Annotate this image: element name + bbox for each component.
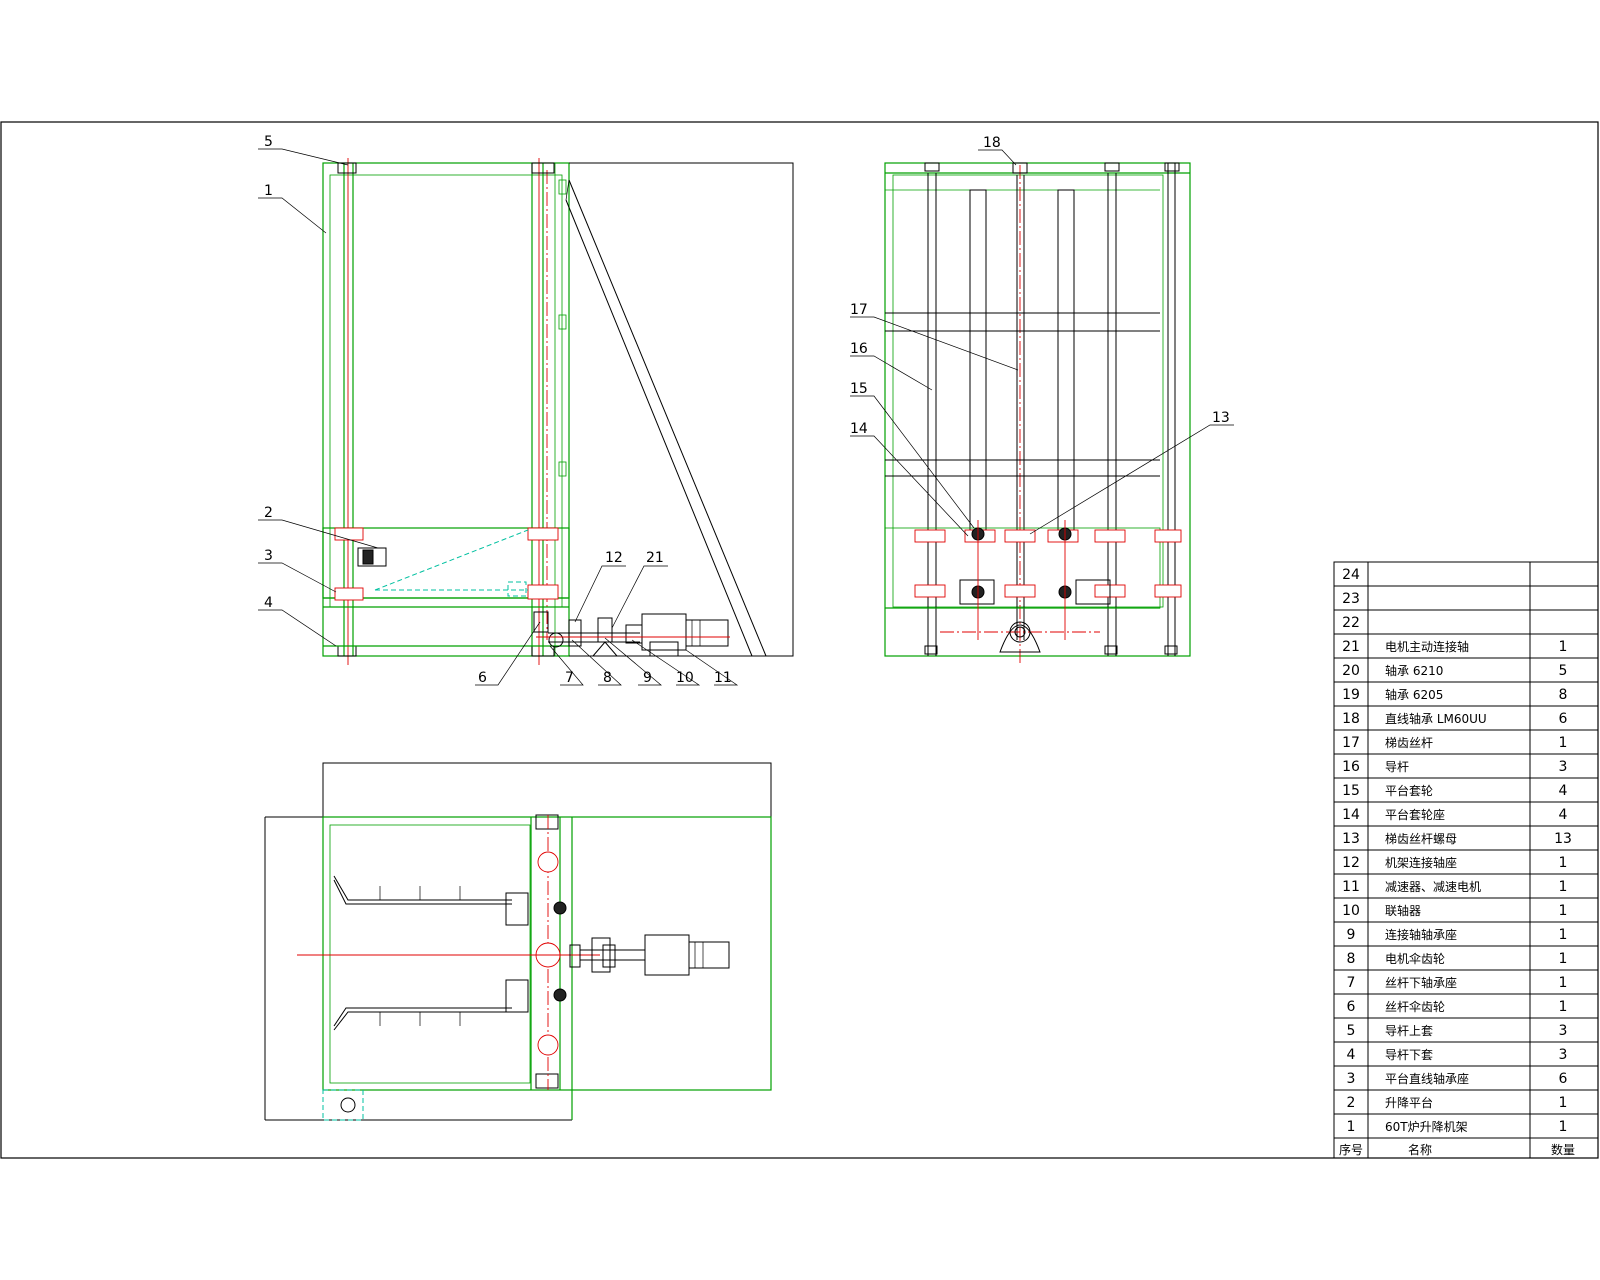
callout-16: 16 [850, 341, 868, 357]
table-row-qty: 1 [1559, 951, 1568, 967]
table-row-qty: 13 [1554, 831, 1572, 847]
table-row-qty: 1 [1559, 639, 1568, 655]
table-row-seq: 17 [1342, 735, 1360, 751]
table-row-qty: 1 [1559, 975, 1568, 991]
callout-18: 18 [983, 135, 1001, 151]
table-row-name: 轴承 6210 [1385, 663, 1443, 678]
callout-12: 12 [605, 550, 623, 566]
table-row-name: 梯齿丝杆螺母 [1385, 832, 1457, 846]
table-row-name: 导杆上套 [1385, 1024, 1433, 1038]
table-row-seq: 20 [1342, 663, 1360, 679]
callout-5: 5 [264, 134, 273, 150]
top-view [264, 762, 772, 1121]
table-row-name: 轴承 6205 [1385, 687, 1443, 702]
side-view [322, 158, 794, 665]
table-row-qty: 1 [1559, 735, 1568, 751]
table-row-seq: 10 [1342, 903, 1360, 919]
table-row-name: 机架连接轴座 [1385, 855, 1457, 870]
table-row-qty: 1 [1559, 999, 1568, 1015]
table-row-seq: 19 [1342, 687, 1360, 703]
table-row-seq: 7 [1347, 975, 1356, 991]
table-row-name: 梯齿丝杆 [1385, 736, 1433, 750]
table-row-seq: 8 [1347, 951, 1356, 967]
table-row-name: 减速器、减速电机 [1385, 880, 1481, 894]
table-row-qty: 6 [1559, 1071, 1568, 1087]
table-row-name: 升降平台 [1385, 1095, 1433, 1110]
table-row-qty: 5 [1559, 663, 1568, 679]
table-row-name: 电机伞齿轮 [1385, 951, 1445, 966]
table-row-name: 导杆下套 [1385, 1048, 1433, 1062]
front-view [884, 162, 1191, 665]
front-view-callouts: 18 17 16 15 14 13 [850, 135, 1230, 437]
table-row-qty: 1 [1559, 879, 1568, 895]
table-row-name: 60T炉升降机架 [1385, 1120, 1468, 1134]
table-row-seq: 21 [1342, 639, 1360, 655]
table-row-seq: 9 [1347, 927, 1356, 943]
callout-14: 14 [850, 421, 868, 437]
table-row-qty: 8 [1559, 687, 1568, 703]
table-row-seq: 16 [1342, 759, 1360, 775]
side-view-callouts: 5 1 2 3 4 6 7 8 9 10 11 12 21 [264, 134, 732, 686]
table-header-seq: 序号 [1339, 1142, 1363, 1157]
callout-8: 8 [603, 670, 612, 686]
callout-2: 2 [264, 505, 273, 521]
callout-10: 10 [676, 670, 694, 686]
table-row-seq: 1 [1347, 1119, 1356, 1135]
table-row-seq: 5 [1347, 1023, 1356, 1039]
table-row-seq: 12 [1342, 855, 1360, 871]
table-row-seq: 24 [1342, 567, 1360, 583]
table-row-seq: 2 [1347, 1095, 1356, 1111]
table-row-name: 联轴器 [1385, 903, 1421, 918]
table-row-qty: 1 [1559, 1095, 1568, 1111]
table-row-qty: 1 [1559, 927, 1568, 943]
table-row-qty: 3 [1559, 1023, 1568, 1039]
table-row-seq: 13 [1342, 831, 1360, 847]
table-row-seq: 15 [1342, 783, 1360, 799]
table-header-qty: 数量 [1551, 1142, 1575, 1157]
table-row-name: 平台直线轴承座 [1385, 1071, 1469, 1086]
table-row-seq: 3 [1347, 1071, 1356, 1087]
table-row-seq: 11 [1342, 879, 1360, 895]
table-row-name: 直线轴承 LM60UU [1385, 711, 1487, 726]
table-row-name: 丝杆伞齿轮 [1385, 999, 1445, 1014]
table-row-qty: 3 [1559, 759, 1568, 775]
table-row-qty: 3 [1559, 1047, 1568, 1063]
table-row-name: 丝杆下轴承座 [1385, 975, 1457, 990]
callout-4: 4 [264, 595, 273, 611]
table-row-seq: 14 [1342, 807, 1360, 823]
table-row-qty: 4 [1559, 807, 1568, 823]
callout-13: 13 [1212, 410, 1230, 426]
table-row-seq: 4 [1347, 1047, 1356, 1063]
side-view-leaders [258, 148, 739, 686]
table-row-qty: 1 [1559, 855, 1568, 871]
table-row-seq: 18 [1342, 711, 1360, 727]
table-row-qty: 6 [1559, 711, 1568, 727]
table-row-name: 平台套轮座 [1385, 807, 1445, 822]
table-row-seq: 22 [1342, 615, 1360, 631]
callout-17: 17 [850, 302, 868, 318]
callout-11: 11 [714, 670, 732, 686]
table-row-name: 平台套轮 [1385, 783, 1433, 798]
table-row-qty: 1 [1559, 1119, 1568, 1135]
table-row-name: 电机主动连接轴 [1385, 639, 1469, 654]
front-view-leaders [850, 149, 1234, 537]
table-row-qty: 1 [1559, 903, 1568, 919]
table-row-seq: 6 [1347, 999, 1356, 1015]
table-header-name: 名称 [1408, 1142, 1432, 1157]
table-row-name: 连接轴轴承座 [1385, 927, 1457, 942]
callout-7: 7 [565, 670, 574, 686]
callout-21: 21 [646, 550, 664, 566]
callout-3: 3 [264, 548, 273, 564]
callout-15: 15 [850, 381, 868, 397]
callout-6: 6 [478, 670, 487, 686]
callout-1: 1 [264, 183, 273, 199]
table-row-name: 导杆 [1385, 760, 1409, 774]
callout-9: 9 [643, 670, 652, 686]
table-row-seq: 23 [1342, 591, 1360, 607]
table-row-qty: 4 [1559, 783, 1568, 799]
